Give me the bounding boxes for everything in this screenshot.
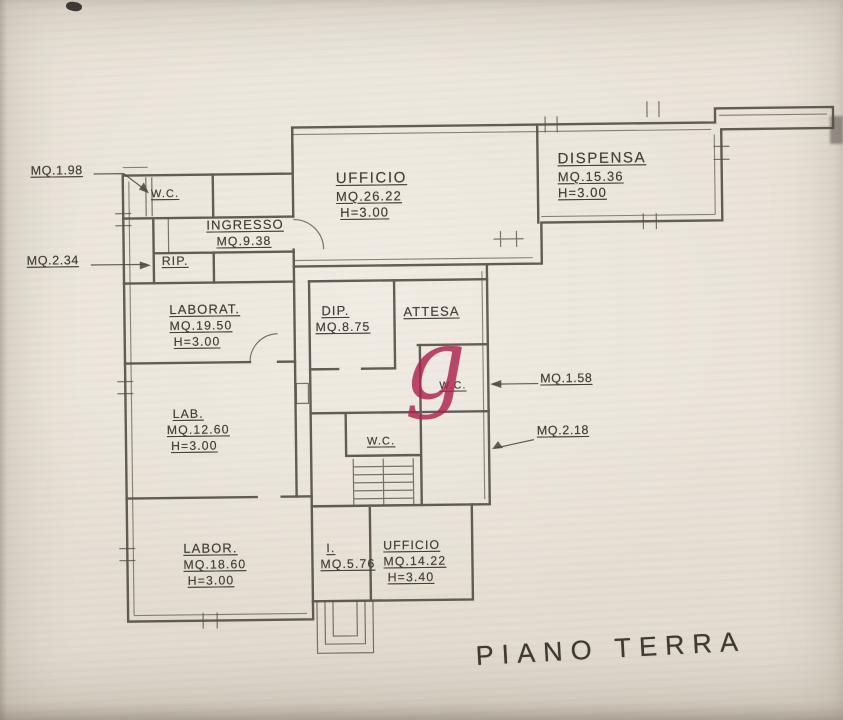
room-name: LAB. <box>172 406 204 422</box>
room-name: RIP. <box>161 253 189 269</box>
dimension-label-mq198: MQ.1.98 <box>31 162 83 179</box>
room-label-ufficio-bottom: UFFICIO MQ.14.22 H=3.40 <box>383 538 446 587</box>
room-height: H=3.00 <box>340 204 390 221</box>
room-height: H=3.00 <box>173 334 221 349</box>
dimension-value: MQ.2.34 <box>26 253 79 268</box>
walls-layer <box>121 105 835 623</box>
room-area: MQ.14.22 <box>383 553 447 569</box>
wall-innerfaces-layer <box>122 113 828 617</box>
dimension-label-mq234: MQ.2.34 <box>27 252 79 269</box>
room-label-lab-mid: LAB. MQ.12.60 H=3.00 <box>167 406 230 455</box>
room-area: MQ.5.76 <box>320 556 376 572</box>
room-height: H=3.00 <box>187 573 235 588</box>
arrowheads-layer <box>138 182 504 450</box>
room-label-laborat: LABORAT. MQ.19.50 H=3.00 <box>169 301 240 351</box>
room-label-i-room: I. MQ.5.76 <box>320 541 375 574</box>
room-label-rip: RIP. <box>162 254 189 270</box>
dimension-label-mq218: MQ.2.18 <box>537 422 589 439</box>
room-area: MQ.19.50 <box>169 318 233 333</box>
room-area: MQ.15.36 <box>557 168 624 184</box>
scan-artifact-left-shadow <box>0 0 7 720</box>
room-label-ingresso: INGRESSO MQ.9.38 <box>206 217 284 251</box>
room-height: H=3.40 <box>387 569 435 585</box>
room-name: DISPENSA <box>557 149 647 168</box>
room-area: MQ.18.60 <box>183 557 247 572</box>
room-label-wc-top: W.C. <box>151 187 179 202</box>
room-name: LABOR. <box>183 540 238 556</box>
room-label-wc-small: W.C. <box>367 434 395 449</box>
scan-artifact-bottom-shadow <box>0 702 843 720</box>
room-label-labor-bottom: LABOR. MQ.18.60 H=3.00 <box>183 540 246 590</box>
dimension-label-mq158: MQ.1.58 <box>540 370 592 387</box>
room-name: UFFICIO <box>383 537 441 553</box>
room-name: LABORAT. <box>169 301 241 318</box>
agency-watermark-g-logo: g <box>403 307 467 422</box>
details-layer <box>115 101 730 654</box>
room-label-ufficio-top: UFFICIO MQ.26.22 H=3.00 <box>336 168 408 222</box>
room-name: DIP. <box>321 302 350 319</box>
dimension-value: MQ.1.98 <box>30 163 83 178</box>
room-label-dispensa: DISPENSA MQ.15.36 H=3.00 <box>557 148 646 202</box>
room-area: MQ.12.60 <box>166 422 230 438</box>
dimension-value: MQ.1.58 <box>540 370 593 386</box>
room-height: H=3.00 <box>170 438 218 454</box>
room-area: MQ.26.22 <box>335 187 402 204</box>
room-height: H=3.00 <box>557 185 607 201</box>
room-area: MQ.8.75 <box>315 319 371 335</box>
room-name: W.C. <box>150 187 180 201</box>
scan-artifact-right-smudge <box>830 116 843 144</box>
room-name: INGRESSO <box>206 216 284 233</box>
room-label-dip: DIP. MQ.8.75 <box>315 302 371 337</box>
room-name: W.C. <box>366 435 396 448</box>
room-name: I. <box>326 541 336 556</box>
dimension-value: MQ.2.18 <box>536 422 590 438</box>
room-name: UFFICIO <box>335 169 408 188</box>
room-area: MQ.9.38 <box>216 233 272 249</box>
